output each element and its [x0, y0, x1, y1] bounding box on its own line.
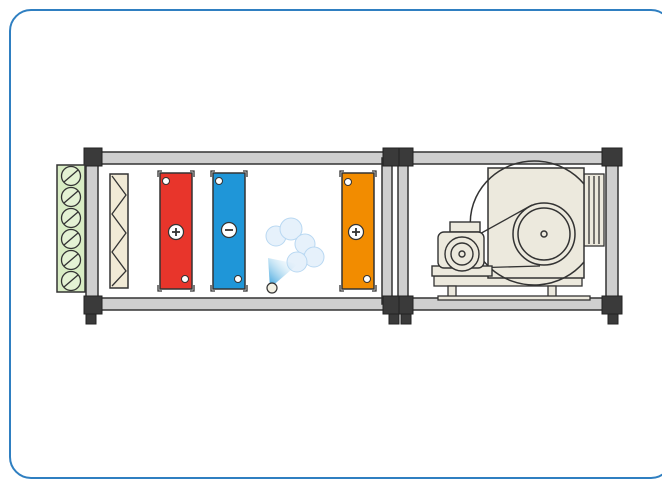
- cooling-coil: [210, 170, 248, 292]
- electric-motor: [431, 221, 493, 277]
- centrifugal-fan: [469, 160, 585, 286]
- humidifier: [265, 217, 325, 294]
- casing-corners: [83, 147, 623, 325]
- plus-icon: [167, 223, 185, 241]
- filter: [109, 173, 129, 289]
- minus-icon: [220, 221, 238, 239]
- fan-base: [433, 275, 591, 301]
- reheat-coil: [339, 170, 377, 292]
- plus-icon: [347, 223, 365, 241]
- fan-outlet: [583, 173, 605, 247]
- inlet-damper: [56, 164, 86, 293]
- heating-coil: [157, 170, 195, 292]
- ahu-diagram: [56, 147, 623, 325]
